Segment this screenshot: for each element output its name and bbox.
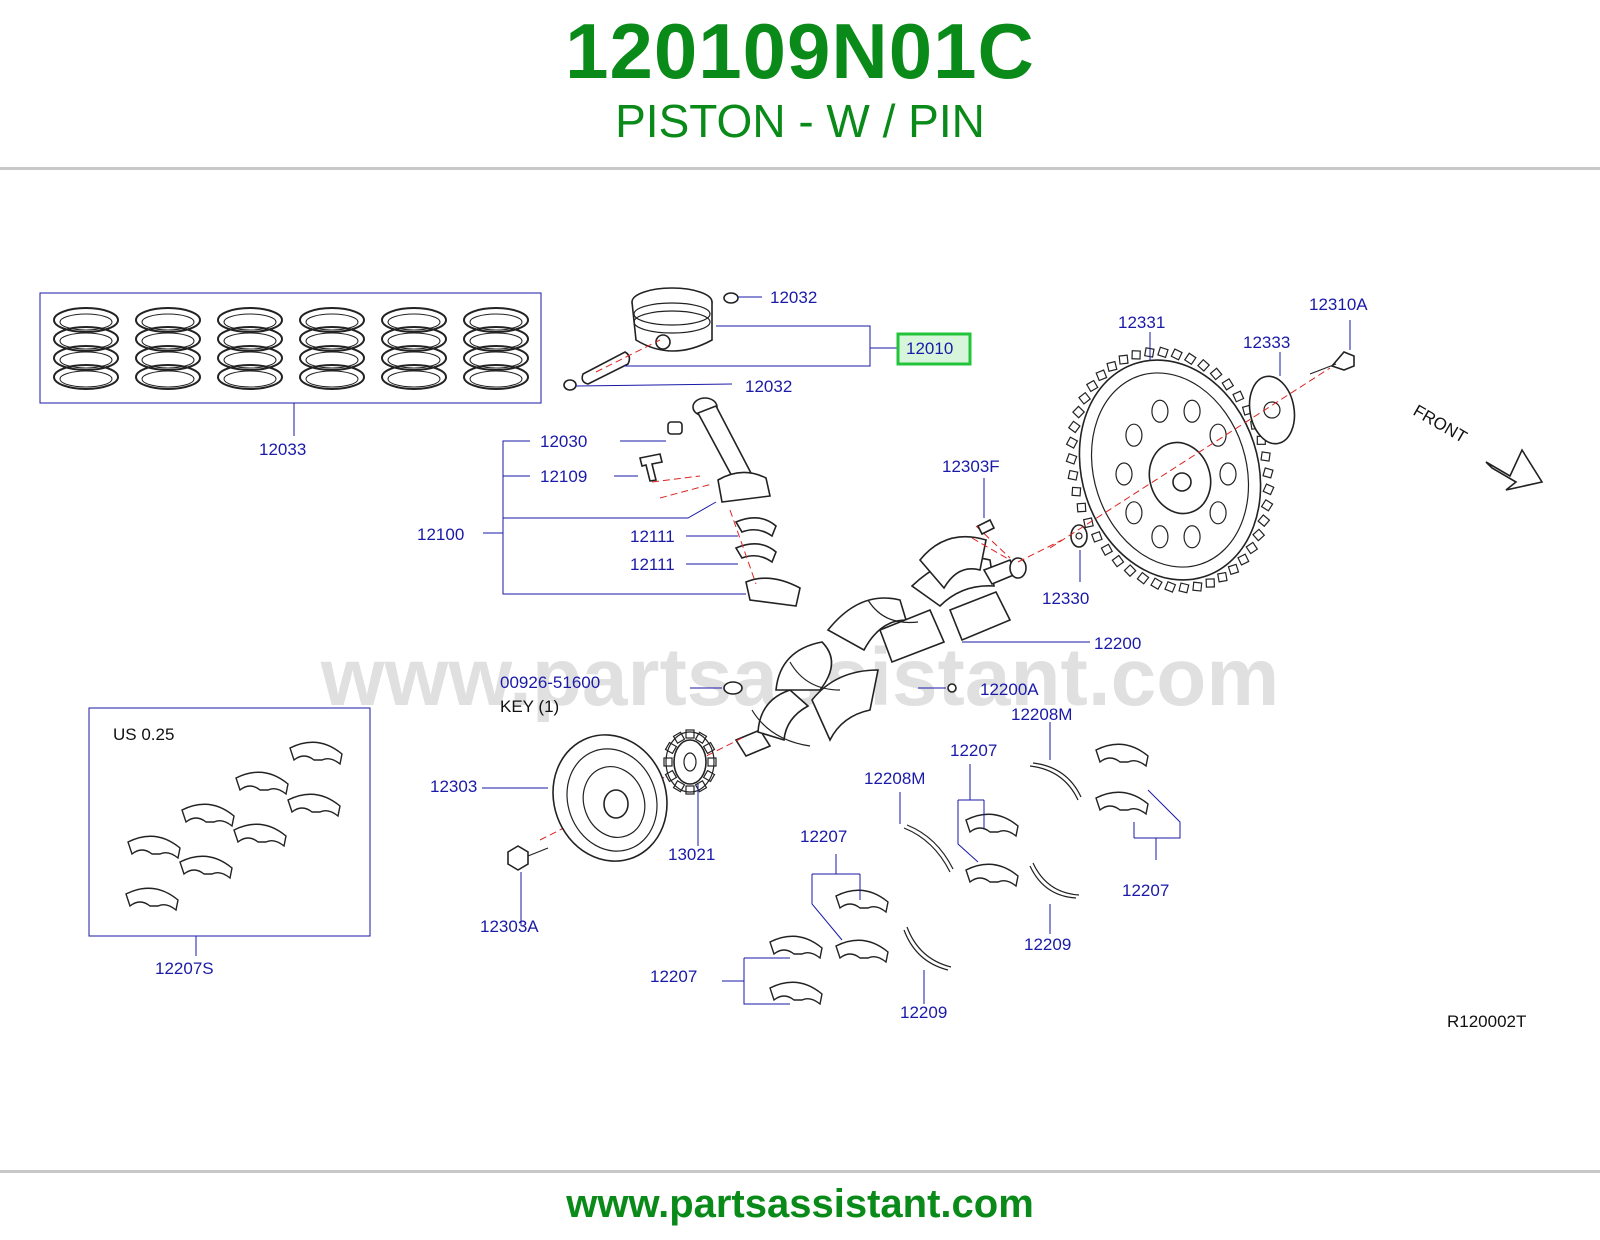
callout-12030[interactable]: 12030	[540, 432, 587, 451]
callout-12200A[interactable]: 12200A	[980, 680, 1039, 699]
footer-website-link[interactable]: www.partsassistant.com	[566, 1182, 1034, 1226]
footer-divider	[0, 1170, 1600, 1173]
callout-12209-left[interactable]: 12209	[900, 1003, 947, 1022]
callout-12330[interactable]: 12330	[1042, 589, 1089, 608]
callout-12111-upper[interactable]: 12111	[630, 527, 675, 546]
callout-12331[interactable]: 12331	[1118, 313, 1165, 332]
callout-12310A[interactable]: 12310A	[1309, 295, 1368, 314]
crankshaft	[539, 525, 1090, 841]
callout-12209-right[interactable]: 12209	[1024, 935, 1071, 954]
callout-12303[interactable]: 12303	[430, 777, 477, 796]
connecting-rod-assembly	[483, 397, 801, 607]
woodruff-key	[690, 681, 743, 695]
callout-12207S[interactable]: 12207S	[155, 959, 214, 978]
callout-12200[interactable]: 12200	[1094, 634, 1141, 653]
front-direction-arrow: FRONT	[1410, 401, 1544, 491]
page-header: 120109N01C PISTON - W / PIN	[0, 0, 1600, 170]
callout-12208M-left[interactable]: 12208M	[864, 769, 925, 788]
callout-12207-lower[interactable]: 12207	[650, 967, 697, 986]
part-number-title: 120109N01C	[565, 7, 1035, 95]
piston-ring-sets	[39, 292, 542, 436]
key-label: KEY (1)	[500, 697, 559, 716]
highlight-box-12010	[896, 332, 972, 366]
callout-12032-top[interactable]: 12032	[770, 288, 817, 307]
callout-12207-mid[interactable]: 12207	[800, 827, 847, 846]
undersize-bearing-set	[88, 707, 371, 956]
header-divider	[0, 167, 1600, 170]
callout-12033[interactable]: 12033	[259, 440, 306, 459]
front-label: FRONT	[1410, 401, 1470, 447]
pilot-bolt-12303F	[971, 478, 1011, 561]
callout-12010[interactable]: 12010	[906, 339, 953, 358]
callout-12032-bottom[interactable]: 12032	[745, 377, 792, 396]
crank-sprocket	[663, 729, 717, 846]
callout-12111-lower[interactable]: 12111	[630, 555, 675, 574]
callout-12100[interactable]: 12100	[417, 525, 464, 544]
parts-diagram: www.partsassistant.com 12033 12032 12010…	[39, 287, 1544, 1031]
piston-assembly	[563, 287, 972, 391]
callout-12208M-right[interactable]: 12208M	[1011, 705, 1072, 724]
flywheel	[1049, 320, 1355, 594]
crank-pulley	[482, 734, 668, 926]
callout-12303A[interactable]: 12303A	[480, 917, 539, 936]
main-bearings-group	[722, 722, 1181, 1006]
callout-00926-51600[interactable]: 00926-51600	[500, 673, 600, 692]
callout-13021[interactable]: 13021	[668, 845, 715, 864]
callout-12303F[interactable]: 12303F	[942, 457, 1000, 476]
callout-12207-right[interactable]: 12207	[1122, 881, 1169, 900]
callout-12207-center[interactable]: 12207	[950, 741, 997, 760]
callout-12333[interactable]: 12333	[1243, 333, 1290, 352]
part-description: PISTON - W / PIN	[615, 95, 985, 147]
diagram-reference-code: R120002T	[1447, 1012, 1526, 1031]
callout-12109[interactable]: 12109	[540, 467, 587, 486]
undersize-label: US 0.25	[113, 725, 174, 744]
